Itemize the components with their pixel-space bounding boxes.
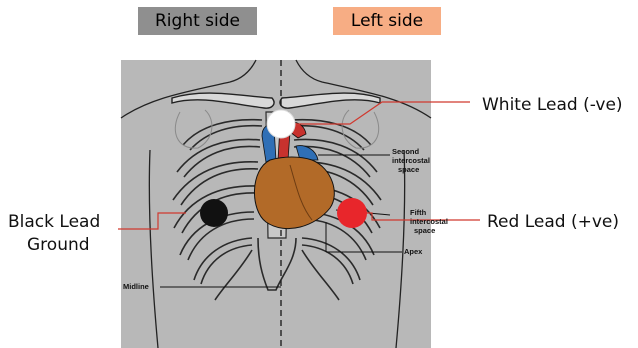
fifth-label-3: space [414, 226, 435, 235]
second-label-2: intercostal [392, 156, 430, 165]
fifth-label-1: Fifth [410, 208, 427, 217]
black-electrode [200, 199, 228, 227]
ground-label: Ground [27, 234, 90, 256]
apex-label: Apex [404, 247, 423, 256]
black-lead-label: Black Lead [8, 211, 100, 233]
fifth-label-2: intercostal [410, 217, 448, 226]
midline-label: Midline [123, 282, 149, 291]
red-lead-label: Red Lead (+ve) [487, 211, 619, 233]
second-label-1: Second [392, 147, 420, 156]
white-electrode [267, 110, 295, 138]
second-label-3: space [398, 165, 419, 174]
red-electrode [337, 198, 367, 228]
white-lead-label: White Lead (-ve) [482, 94, 623, 116]
